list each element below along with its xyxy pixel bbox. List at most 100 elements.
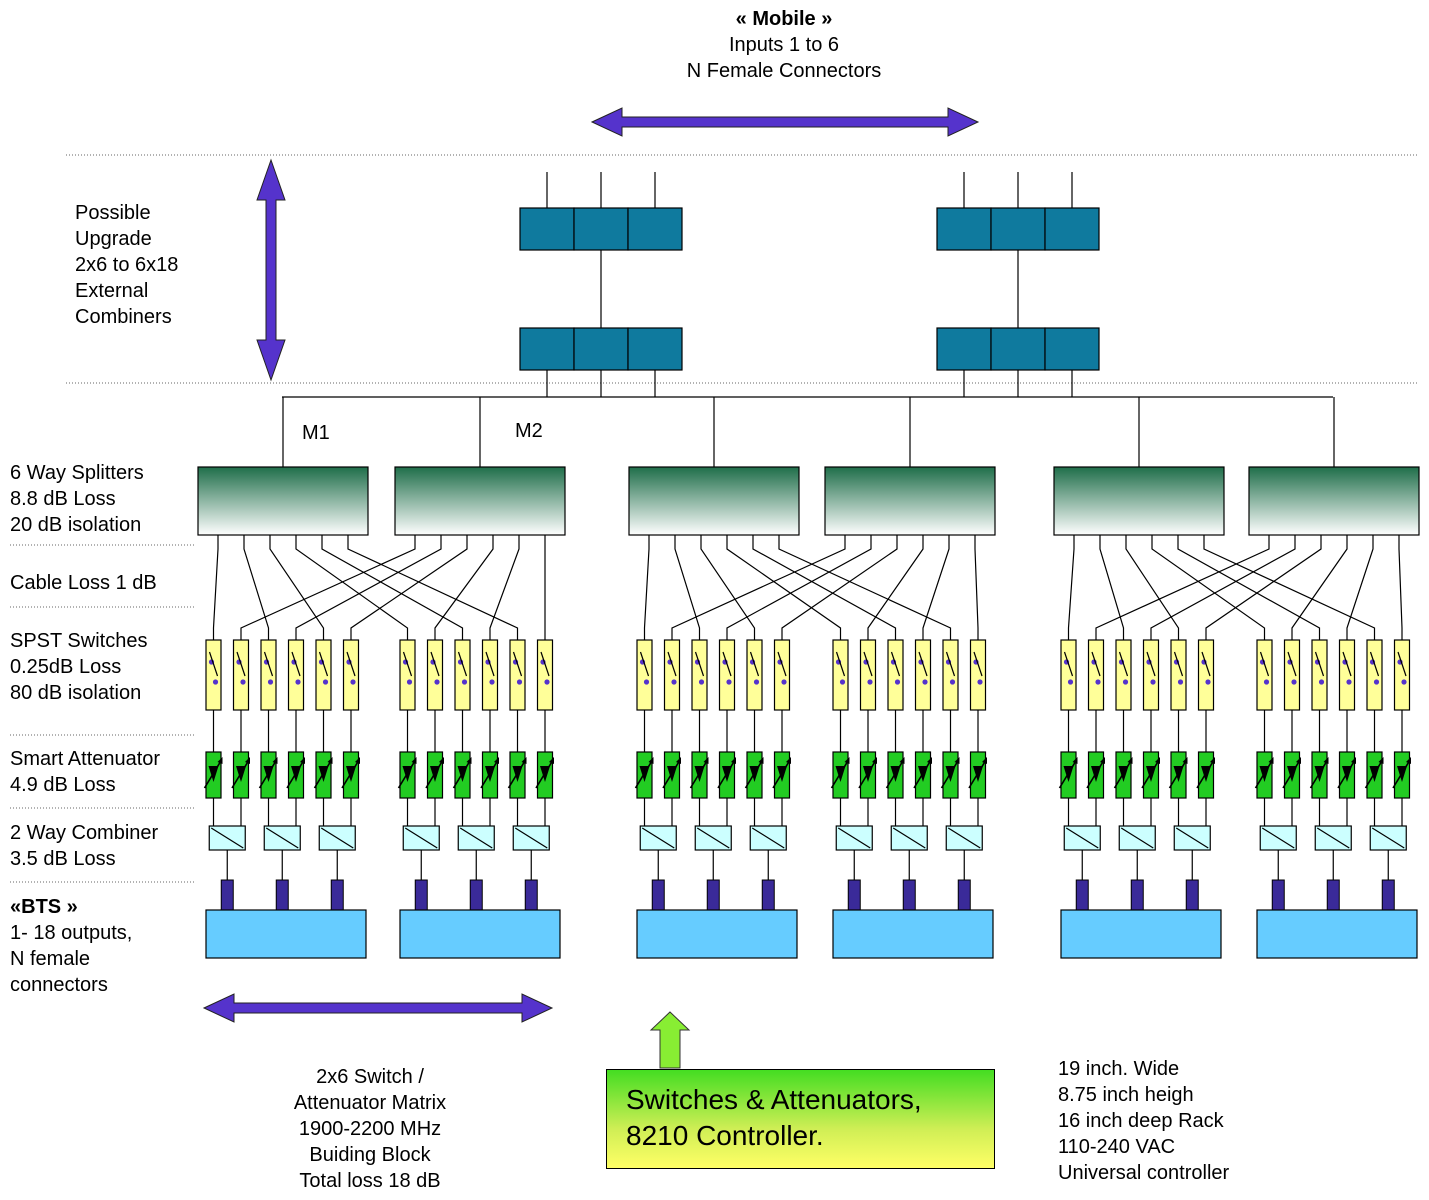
switch-contact: [1373, 679, 1380, 685]
bts-block: [1060, 909, 1222, 959]
matrix-line: 1900-2200 MHz: [298, 1118, 442, 1140]
attenuator-arrow: [258, 759, 278, 789]
attenuator-arrow: [717, 759, 736, 789]
switch-blade: [291, 651, 301, 677]
row-text: 2 Way Combiner: [10, 822, 159, 844]
row-label-bts: «BTS » 1- 18 outputs, N female connector…: [10, 894, 132, 998]
crossing-wire: [243, 535, 270, 640]
attenuator-arrowhead: [844, 757, 850, 764]
spst-switch: [887, 639, 904, 711]
row-text: 80 dB isolation: [10, 682, 142, 704]
spst-switch: [536, 639, 554, 711]
attenuator-arrow: [203, 759, 223, 789]
spst-switch: [399, 639, 416, 711]
switch-contact: [544, 679, 550, 685]
row-text: Cable Loss 1 dB: [10, 572, 157, 594]
attenuator-arrowhead: [1072, 757, 1078, 764]
attenuator-arrowhead: [1406, 757, 1411, 764]
row-text: Smart Attenuator: [10, 748, 161, 770]
switch-contact: [1263, 679, 1270, 685]
spst-switch: [1115, 639, 1132, 711]
attenuator-arrow: [1337, 759, 1356, 789]
splitter-block: [824, 466, 996, 536]
attenuator-arrowhead: [327, 757, 333, 764]
spst-switch: [832, 639, 849, 711]
attenuator-arrowhead: [272, 757, 278, 764]
crossing-wire: [974, 535, 979, 640]
attenuator-arrowhead: [355, 757, 360, 764]
switch-blade: [540, 651, 550, 677]
combiner-cell: [936, 207, 992, 251]
switch-blade: [1173, 651, 1184, 677]
crossing-wire: [1067, 535, 1075, 640]
switch-contact: [240, 679, 246, 685]
bts-connector: [1130, 879, 1144, 911]
bts-connector: [275, 879, 289, 911]
row-label-cable: Cable Loss 1 dB: [10, 570, 157, 596]
matrix-line: Attenuator Matrix: [293, 1092, 447, 1114]
switch-blade: [236, 651, 246, 677]
crossing-wire: [1095, 535, 1270, 640]
switch-contact: [434, 679, 440, 685]
attenuator-arrowhead: [439, 757, 444, 764]
attenuator-arrow: [634, 759, 654, 789]
attenuator-arrow: [744, 759, 764, 789]
bts-connector: [957, 879, 971, 911]
combiner-cell: [936, 327, 992, 371]
switch-contact: [698, 679, 705, 685]
spst-switch: [969, 639, 987, 711]
port-m2-label: M2: [515, 420, 543, 442]
bts-block: [832, 909, 994, 959]
switch-contact: [781, 679, 787, 685]
combiner-diagonal: [837, 827, 871, 849]
spst-switch: [205, 639, 222, 711]
switch-contact: [753, 679, 760, 685]
attenuator-arrow: [535, 759, 554, 789]
controller-box: Switches & Attenuators, 8210 Controller.: [606, 1069, 995, 1169]
bts-connector: [220, 879, 234, 911]
spst-switch: [315, 639, 332, 711]
attenuator-arrow: [1168, 759, 1188, 789]
switch-contact: [1095, 679, 1101, 685]
controller-arrow: [649, 1011, 691, 1069]
spst-switch: [287, 639, 305, 711]
switch-contact: [977, 679, 983, 685]
switch-blade: [639, 651, 650, 677]
switch-contact: [1150, 679, 1156, 685]
switch-blade: [890, 651, 901, 677]
bts-connector: [330, 879, 344, 911]
bts-connector: [1075, 879, 1089, 911]
switch-contact: [489, 679, 495, 685]
switch-blade: [1118, 651, 1129, 677]
matrix-line: Total loss 18 dB: [299, 1170, 441, 1192]
row-label-switches: SPST Switches 0.25dB Loss 80 dB isolatio…: [10, 628, 147, 706]
spst-switch: [1256, 639, 1273, 711]
attenuator-arrowhead: [648, 757, 654, 764]
spst-switch: [454, 639, 471, 711]
switch-blade: [512, 651, 523, 677]
spst-switch: [914, 639, 932, 711]
spst-switch: [1170, 639, 1187, 711]
bts-connector: [469, 879, 483, 911]
spst-switch: [509, 639, 526, 711]
crossing-wire: [269, 535, 325, 640]
switch-blade: [694, 651, 705, 677]
upgrade-line: Upgrade: [75, 228, 152, 250]
attenuator-arrowhead: [1100, 757, 1105, 764]
switch-contact: [1291, 679, 1297, 685]
switch-blade: [1063, 651, 1074, 677]
attenuator-arrow: [1058, 759, 1078, 789]
combiner-cell: [1044, 207, 1100, 251]
attenuator-arrow: [858, 759, 877, 789]
crossing-wire: [867, 535, 924, 640]
spst-switch: [773, 639, 791, 711]
spst-switch: [1087, 639, 1105, 711]
crossing-wire: [1099, 535, 1125, 640]
combiner-diagonal: [1175, 827, 1209, 849]
spst-switch: [342, 639, 360, 711]
combiner-cell: [627, 207, 683, 251]
attenuator-arrow: [480, 759, 499, 789]
spst-switch: [859, 639, 877, 711]
combiner-diagonal: [1065, 827, 1099, 849]
